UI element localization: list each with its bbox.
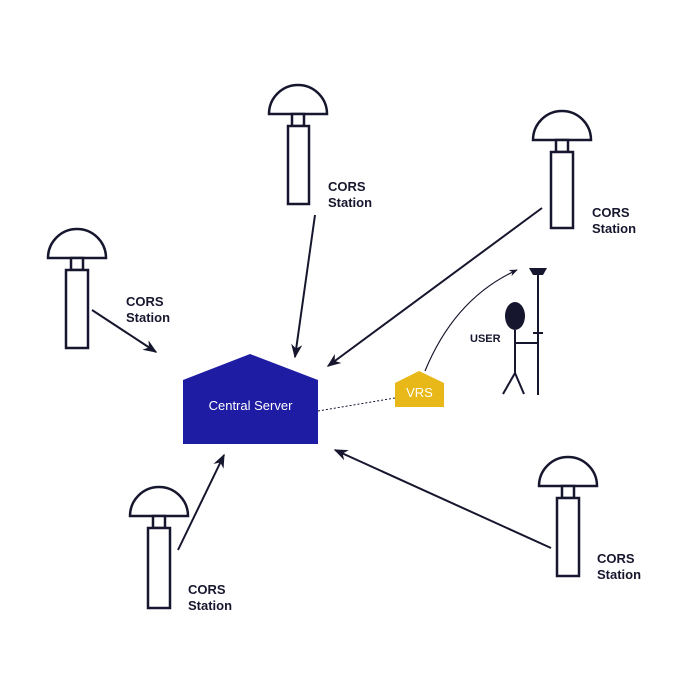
station-label-left: CORS Station (126, 294, 170, 326)
station-label-bottom-right: CORS Station (597, 551, 641, 583)
cors-station-top-right-icon (531, 109, 593, 230)
station-label-line2: Station (328, 195, 373, 210)
station-label-line1: CORS (328, 179, 366, 194)
central-server-shape (183, 354, 318, 444)
station-label-line1: CORS (188, 582, 226, 597)
station-label-line1: CORS (126, 294, 164, 309)
arrow-bottom-right-to-server (333, 449, 552, 549)
station-label-top-right: CORS Station (592, 205, 636, 237)
station-label-line1: CORS (597, 551, 635, 566)
station-label-line2: Station (188, 598, 233, 613)
station-label-top: CORS Station (328, 179, 372, 211)
station-label-line2: Station (592, 221, 637, 236)
cors-station-top-icon (267, 83, 329, 206)
arrow-left-to-server (91, 309, 158, 353)
arrow-top-right-to-server (326, 207, 543, 367)
vrs-label: VRS (406, 385, 433, 400)
arrow-top-to-server (291, 214, 316, 359)
central-server-label: Central Server (208, 398, 293, 413)
station-label-line2: Station (597, 567, 642, 582)
arrow-vrs-to-user (424, 269, 518, 372)
station-label-line2: Station (126, 310, 171, 325)
station-label-bottom-left: CORS Station (188, 582, 232, 614)
cors-station-left-icon (46, 227, 108, 350)
cors-station-bottom-right-icon (537, 455, 599, 578)
user-figure-icon (502, 268, 547, 395)
cors-station-bottom-left-icon (128, 485, 190, 610)
vrs-shape (395, 371, 444, 407)
station-label-line1: CORS (592, 205, 630, 220)
arrow-bottom-left-to-server (177, 453, 225, 551)
user-label: USER (470, 333, 501, 345)
server-vrs-link (317, 397, 396, 412)
